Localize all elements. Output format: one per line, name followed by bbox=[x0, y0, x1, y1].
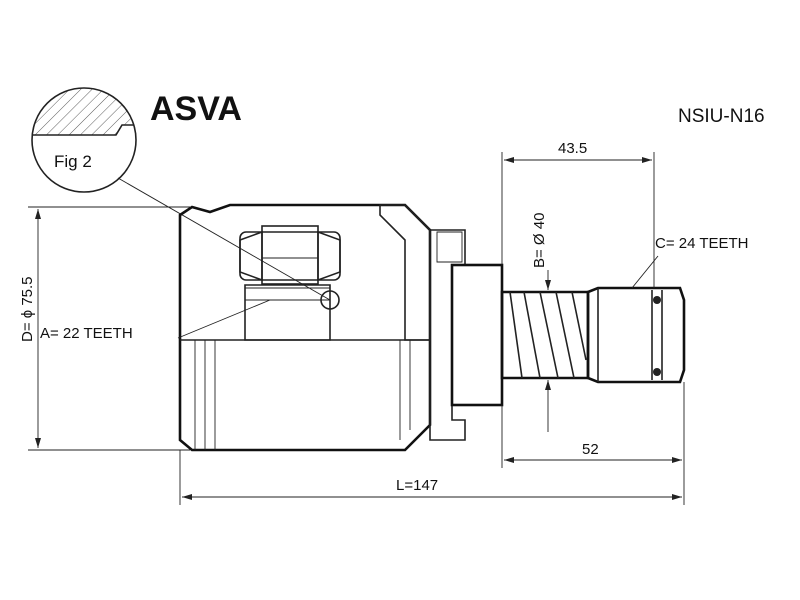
diameter-d-label: D= ϕ 75.5 bbox=[19, 276, 36, 342]
part-number: NSIU-N16 bbox=[678, 106, 765, 127]
dimension-length: L=147 bbox=[179, 382, 685, 505]
teeth-a-callout: A= 22 TEETH bbox=[40, 299, 271, 342]
brand-logo: ASVA bbox=[150, 90, 242, 128]
dimension-shaft-length: 52 bbox=[501, 405, 682, 468]
output-shaft bbox=[500, 286, 686, 384]
shaft-length-label: 52 bbox=[582, 441, 599, 458]
fig-label: Fig 2 bbox=[54, 152, 92, 171]
teeth-a-label: A= 22 TEETH bbox=[40, 325, 133, 342]
dimension-top-width: 43.5 bbox=[501, 140, 655, 288]
fig-2-detail: Fig 2 bbox=[31, 87, 331, 301]
teeth-c-callout: C= 24 TEETH bbox=[631, 235, 749, 289]
teeth-c-label: C= 24 TEETH bbox=[655, 235, 749, 252]
dimension-diameter-b: B= Ø 40 bbox=[531, 213, 551, 432]
diameter-b-label: B= Ø 40 bbox=[531, 213, 548, 268]
dimension-diameter-d: D= ϕ 75.5 bbox=[19, 206, 190, 451]
length-label: L=147 bbox=[396, 477, 438, 494]
top-width-label: 43.5 bbox=[558, 140, 587, 157]
